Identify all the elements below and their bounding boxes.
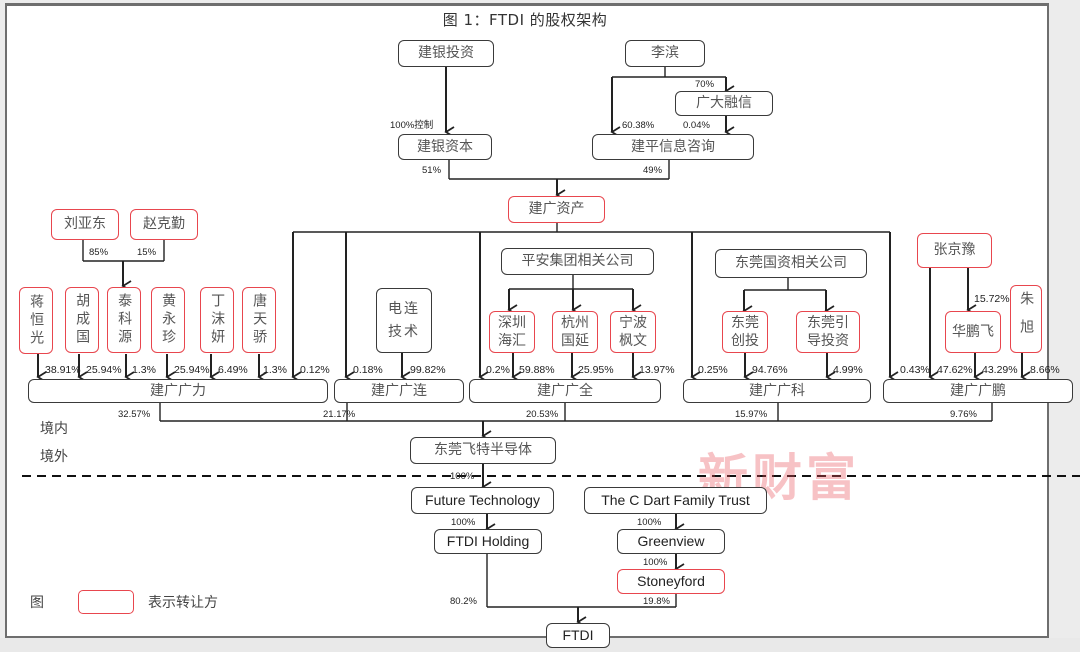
legend-description: 表示转让方: [148, 595, 218, 611]
node-dianlian-jishu: 电连技术: [376, 288, 432, 353]
pct-to-feite-3: 20.53%: [526, 409, 559, 420]
hangzhou-guoyan-label: 杭州国延: [561, 314, 589, 349]
ningbo-fengwen-label: 宁波枫文: [619, 314, 647, 349]
node-ftdi: FTDI: [546, 623, 610, 648]
pct-guangke-2: 94.76%: [752, 364, 788, 376]
pct-holding-ftdi: 80.2%: [450, 596, 477, 607]
node-dongguan-guozi: 东莞国资相关公司: [715, 249, 867, 278]
node-jg-guangke: 建广广科: [683, 379, 871, 403]
node-hu-chengguo: 胡成国: [65, 287, 99, 353]
node-tai-keyuan: 泰科源: [107, 287, 141, 353]
label-overseas: 境外: [40, 449, 68, 465]
node-greenview: Greenview: [617, 529, 725, 554]
node-ftdi-holding: FTDI Holding: [434, 529, 542, 554]
dongguan-chuangtou-label: 东莞创投: [731, 314, 759, 349]
pct-jianyin-ziben: 100%控制: [390, 120, 434, 131]
legend-prefix: 图: [30, 595, 44, 611]
pct-guangli-3: 1.3%: [132, 364, 156, 376]
pct-ziben-zichan: 51%: [422, 165, 442, 176]
node-liu-yadong: 刘亚东: [51, 209, 119, 240]
pct-greenview-stoneyford: 100%: [643, 557, 668, 568]
pct-stoneyford-ftdi: 19.8%: [643, 596, 670, 607]
node-jg-guanglian: 建广广连: [334, 379, 464, 403]
node-zhao-keqin: 赵克勤: [130, 209, 198, 240]
pct-guangpeng-1: 0.43%: [900, 364, 930, 376]
pct-to-feite-2: 21.17%: [323, 409, 356, 420]
node-stoneyford: Stoneyford: [617, 569, 725, 594]
pct-to-feite-1: 32.57%: [118, 409, 151, 420]
pct-guangli-5: 6.49%: [218, 364, 248, 376]
node-pingan-group: 平安集团相关公司: [501, 248, 654, 275]
node-jg-guangquan: 建广广全: [469, 379, 661, 403]
pct-guangpeng-3: 43.29%: [982, 364, 1018, 376]
node-jiang-hengguang: 蒋恒光: [19, 287, 53, 354]
pct-feite-future: 100%: [450, 471, 475, 482]
node-future-technology: Future Technology: [411, 487, 554, 514]
node-jianguang-zichan: 建广资产: [508, 196, 605, 223]
node-ningbo-fengwen: 宁波枫文: [610, 311, 656, 353]
pct-guangpeng-4: 8.66%: [1030, 364, 1060, 376]
pct-trust-greenview: 100%: [637, 517, 662, 528]
node-jianyin-ziben: 建银资本: [398, 134, 492, 160]
node-huang-yongzhen: 黄永珍: [151, 287, 185, 353]
pct-guanglian-1: 0.18%: [353, 364, 383, 376]
pct-guangke-3: 4.99%: [833, 364, 863, 376]
legend-transferor-swatch: [78, 590, 134, 614]
pct-libin-guangda: 70%: [695, 79, 715, 90]
node-hangzhou-guoyan: 杭州国延: [552, 311, 598, 353]
node-jg-guangpeng: 建广广鹏: [883, 379, 1073, 403]
node-jg-guangli: 建广广力: [28, 379, 328, 403]
shenzhen-haihui-label: 深圳海汇: [498, 314, 526, 349]
pct-to-feite-4: 15.97%: [735, 409, 768, 420]
pct-guangli-2: 25.94%: [86, 364, 122, 376]
node-zhang-jingyu: 张京豫: [917, 233, 992, 268]
pct-guangquan-2: 59.88%: [519, 364, 555, 376]
node-ding-moyan: 丁沫妍: [200, 287, 234, 353]
node-guangda-rongxin: 广大融信: [675, 91, 773, 116]
pct-guanglian-2: 99.82%: [410, 364, 446, 376]
pct-guangke-1: 0.25%: [698, 364, 728, 376]
node-li-bin: 李滨: [625, 40, 705, 67]
pct-libin-jianping: 60.38%: [622, 120, 655, 131]
dongguan-yindao-label: 东莞引导投资: [807, 314, 849, 349]
node-tang-tianjiao: 唐天骄: [242, 287, 276, 353]
node-shenzhen-haihui: 深圳海汇: [489, 311, 535, 353]
node-hua-pengfei: 华鹏飞: [945, 311, 1001, 353]
bottom-band: [0, 638, 1080, 652]
node-dongguan-feite: 东莞飞特半导体: [410, 437, 556, 464]
pct-jianping-zichan: 49%: [643, 165, 663, 176]
node-zhu-xu: 朱旭: [1010, 285, 1042, 353]
node-jianping-xinxi: 建平信息咨询: [592, 134, 754, 160]
pct-guangli-1: 38.91%: [45, 364, 81, 376]
pct-guangquan-3: 25.95%: [578, 364, 614, 376]
pct-liu-taikeyuan: 85%: [89, 247, 109, 258]
pct-zhao-taikeyuan: 15%: [137, 247, 157, 258]
pct-future-holding: 100%: [451, 517, 476, 528]
diagram-title: 图 1：FTDI 的股权架构: [442, 11, 608, 29]
node-dongguan-yindao: 东莞引导投资: [796, 311, 860, 353]
node-jianyin-touzi: 建银投资: [398, 40, 494, 67]
pct-guangli-4: 25.94%: [174, 364, 210, 376]
pct-guangli-7: 0.12%: [300, 364, 330, 376]
pct-guangli-6: 1.3%: [263, 364, 287, 376]
pct-zhang-huapengfei: 15.72%: [974, 293, 1010, 305]
dianlian-label: 电连技术: [388, 301, 420, 340]
pct-to-feite-5: 9.76%: [950, 409, 977, 420]
pct-guangda-jianping: 0.04%: [683, 120, 710, 131]
label-domestic: 境内: [40, 421, 68, 437]
node-c-dart-trust: The C Dart Family Trust: [584, 487, 767, 514]
node-dongguan-chuangtou: 东莞创投: [722, 311, 768, 353]
pct-guangpeng-2: 47.62%: [937, 364, 973, 376]
pct-guangquan-4: 13.97%: [639, 364, 675, 376]
pct-guangquan-1: 0.2%: [486, 364, 510, 376]
